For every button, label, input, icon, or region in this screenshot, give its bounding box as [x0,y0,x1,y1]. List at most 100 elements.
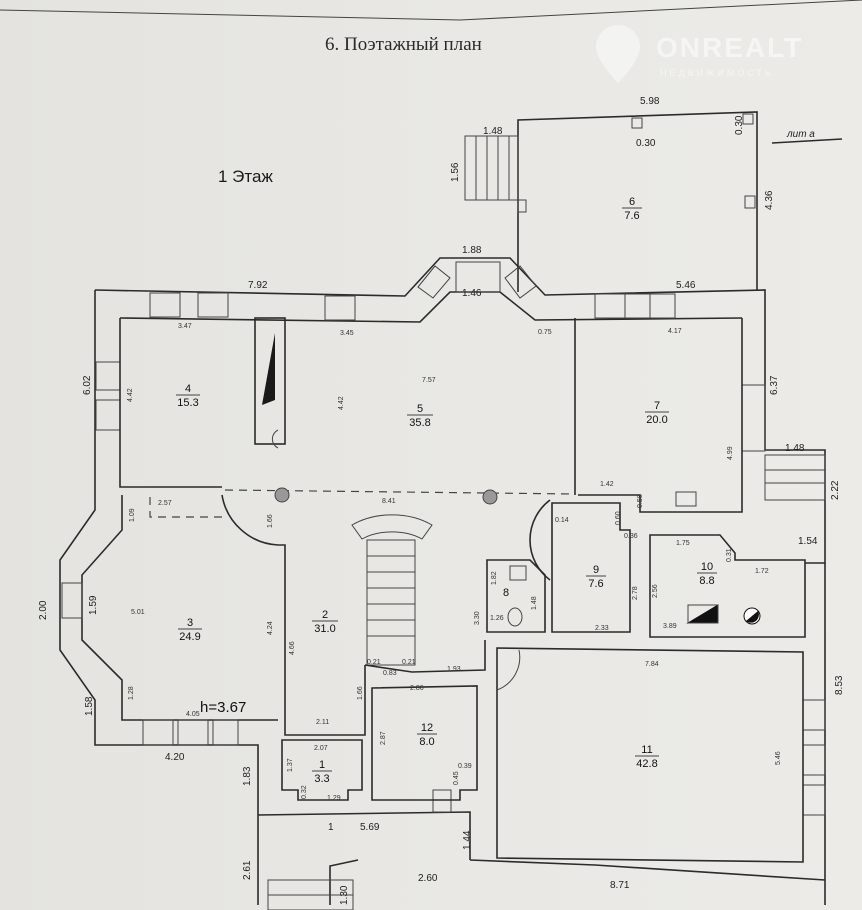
svg-text:8.41: 8.41 [382,498,396,505]
watermark-logo: ONREALT НЕДВИЖИМОСТЬ [596,25,803,83]
svg-text:35.8: 35.8 [409,417,430,429]
inner-dimensions: 3.47 4.42 3.45 4.42 7.57 0.75 4.17 4.99 … [127,323,782,802]
outer-dimensions: 5.98 1.48 1.56 4.36 0.30 0.30 1.88 7.92 … [38,96,845,905]
svg-text:3: 3 [187,617,193,629]
svg-text:1: 1 [319,759,325,771]
svg-text:1.75: 1.75 [676,540,690,547]
svg-text:1.30: 1.30 [339,885,350,905]
room-label-1: 13.3 [312,759,332,785]
room-label-12: 128.0 [417,722,437,748]
svg-text:0.30: 0.30 [636,138,656,149]
svg-text:5.98: 5.98 [640,96,660,107]
svg-text:3.45: 3.45 [340,330,354,337]
lit-underline [771,138,843,144]
svg-text:1.54: 1.54 [798,536,818,547]
svg-text:24.9: 24.9 [179,631,200,643]
svg-text:0.32: 0.32 [301,785,308,799]
svg-text:3.47: 3.47 [178,323,192,330]
lit-label: лит а [786,129,815,140]
svg-text:11: 11 [641,744,652,756]
svg-text:1.66: 1.66 [267,514,274,528]
svg-text:4.99: 4.99 [727,446,734,460]
svg-text:9: 9 [593,564,599,576]
page-fold-line [0,0,862,21]
svg-text:7.84: 7.84 [645,661,659,668]
svg-text:0.30: 0.30 [734,115,745,135]
room-label-6: 67.6 [622,196,642,222]
svg-text:1.66: 1.66 [357,686,364,700]
svg-text:8.53: 8.53 [834,675,845,695]
room-label-9: 97.6 [586,564,606,590]
room-label-7: 720.0 [645,400,669,426]
svg-text:1.48: 1.48 [483,126,503,137]
room-label-4: 415.3 [176,383,200,409]
floor-label: 1 Этаж [218,167,273,186]
room-label-5: 535.8 [407,403,433,429]
svg-text:12: 12 [421,722,433,734]
svg-text:0.45: 0.45 [453,771,460,785]
svg-text:10: 10 [701,561,713,573]
svg-text:8.71: 8.71 [610,880,630,891]
svg-text:1.58: 1.58 [84,696,95,716]
room-label-10: 108.8 [697,561,717,587]
svg-text:2.07: 2.07 [314,745,328,752]
room-label-8: 8 [503,587,509,599]
svg-text:0.39: 0.39 [458,763,472,770]
svg-text:42.8: 42.8 [636,758,657,770]
room-label-2: 231.0 [312,609,338,635]
svg-text:1.44: 1.44 [462,830,473,850]
svg-text:2.22: 2.22 [830,480,841,500]
svg-text:7.92: 7.92 [248,280,268,291]
svg-text:1.46: 1.46 [462,288,482,299]
svg-text:1: 1 [328,822,334,833]
svg-text:5.46: 5.46 [676,280,696,291]
svg-text:5.01: 5.01 [131,609,145,616]
svg-text:15.3: 15.3 [177,397,198,409]
svg-text:1.42: 1.42 [600,481,614,488]
svg-text:7.57: 7.57 [422,377,436,384]
ceiling-height: h=3.67 [200,699,246,716]
inner-walls [119,317,806,863]
svg-text:0.75: 0.75 [538,329,552,336]
svg-text:0.83: 0.83 [383,670,397,677]
svg-text:2.33: 2.33 [595,625,609,632]
svg-text:2.61: 2.61 [242,860,253,880]
svg-text:7.6: 7.6 [588,578,603,590]
svg-text:0.36: 0.36 [624,533,638,540]
room-labels: 13.3 231.0 324.9 415.3 535.8 67.6 720.0 … [176,196,717,785]
svg-text:4.42: 4.42 [338,396,345,410]
svg-text:2.78: 2.78 [632,586,639,600]
svg-text:2: 2 [322,609,328,621]
svg-text:8.0: 8.0 [419,736,434,748]
svg-text:1.88: 1.88 [462,245,482,256]
svg-text:1.93: 1.93 [447,666,461,673]
svg-text:1.37: 1.37 [287,758,294,772]
room-label-3: 324.9 [178,617,202,643]
svg-text:5: 5 [417,403,423,415]
svg-text:2.00: 2.00 [38,600,49,620]
svg-text:1.28: 1.28 [128,686,135,700]
svg-text:2.56: 2.56 [652,584,659,598]
svg-text:8: 8 [503,587,509,599]
svg-text:2.86: 2.86 [410,685,424,692]
svg-text:1.56: 1.56 [450,162,461,182]
svg-text:1.09: 1.09 [129,508,136,522]
svg-text:4.20: 4.20 [165,752,185,763]
watermark-tagline: НЕДВИЖИМОСТЬ [660,68,774,78]
svg-text:2.11: 2.11 [316,719,329,726]
svg-text:5.46: 5.46 [775,751,782,765]
svg-text:31.0: 31.0 [314,623,335,635]
svg-text:1.83: 1.83 [242,766,253,786]
plan-title: 6. Поэтажный план [325,34,482,55]
svg-text:0.21: 0.21 [402,659,416,666]
svg-text:0.21: 0.21 [367,659,381,666]
svg-text:6: 6 [629,196,635,208]
svg-text:6.02: 6.02 [82,375,93,395]
svg-text:20.0: 20.0 [646,414,667,426]
svg-text:3.30: 3.30 [474,611,481,625]
watermark-brand: ONREALT [656,32,803,63]
annex-walls [464,111,758,292]
svg-text:4.36: 4.36 [764,190,775,210]
